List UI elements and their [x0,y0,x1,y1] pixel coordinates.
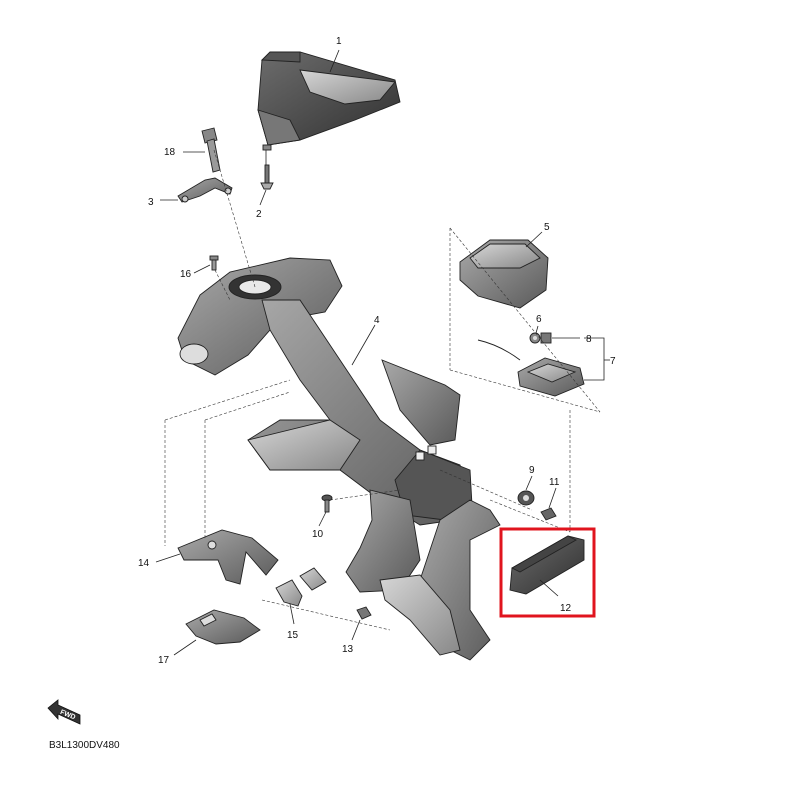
part-9-collar [517,490,535,506]
callout-6: 6 [536,314,542,325]
part-6-grommet [529,332,541,344]
part-17-cover [185,609,261,645]
part-8-nut [540,332,552,344]
callout-16: 16 [180,269,192,280]
leader-lines [155,49,610,656]
callout-13: 13 [342,644,354,655]
callout-17: 17 [158,655,170,666]
part-5-light-housing [459,239,549,309]
callout-7: 7 [610,356,616,367]
callout-1: 1 [336,36,342,47]
part-15-clips [275,567,327,607]
callout-5: 5 [544,222,550,233]
callout-11: 11 [549,477,560,488]
callout-10: 10 [312,529,324,540]
part-4-frame [177,257,501,661]
highlight-box [499,527,596,618]
fwd-arrow-icon: FWD [47,699,81,725]
part-10-bolt [321,494,333,513]
part-11-nut [540,507,557,521]
callout-2: 2 [256,209,262,220]
part-1-rear-cover [257,51,401,146]
fwd-label: FWD [59,709,76,721]
callout-8: 8 [586,334,592,345]
callout-12: 12 [560,603,572,614]
part-16-screw [209,255,219,271]
part-3-bracket [177,177,233,203]
callout-15: 15 [287,630,299,641]
callout-3: 3 [148,197,154,208]
part-18-bolt [201,127,221,173]
callout-9: 9 [529,465,535,476]
part-13-nut [356,606,372,620]
part-14-bracket [177,529,279,585]
callout-4: 4 [374,315,380,326]
callout-labels: 1 2 3 4 5 6 7 8 9 10 11 12 13 14 15 16 1… [138,36,616,666]
callout-18: 18 [164,147,176,158]
callout-14: 14 [138,558,150,569]
part-7-light-assembly [477,339,585,397]
part-2-screw [260,144,274,190]
diagram-code: B3L1300DV480 [49,740,120,751]
part-12-reflector [509,535,585,595]
